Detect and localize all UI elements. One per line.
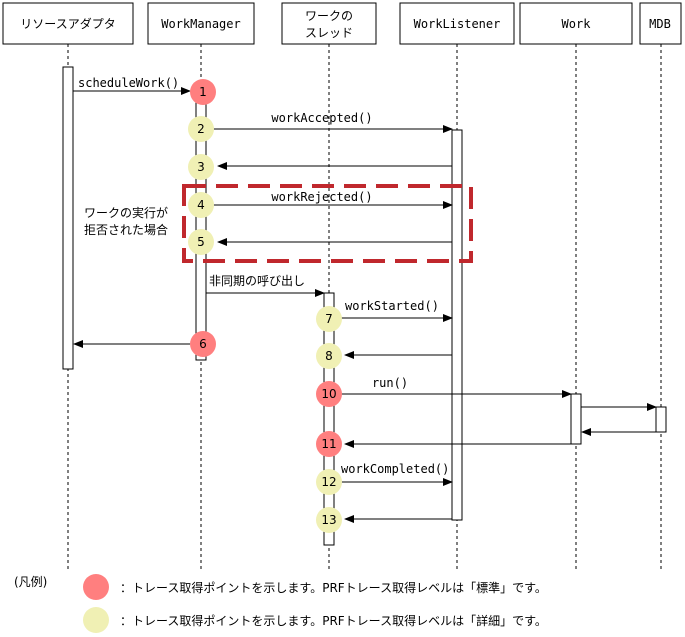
trace-point-marker bbox=[188, 229, 214, 255]
rejected-note-line1: ワークの実行が bbox=[84, 205, 168, 220]
trace-point-marker bbox=[188, 154, 214, 180]
lifeline-header-workthread: ワークの スレッド bbox=[281, 2, 377, 45]
lifeline-label-workmanager: WorkManager bbox=[161, 17, 240, 31]
legend-title: (凡例) bbox=[14, 575, 47, 589]
activation-worklistener bbox=[451, 129, 463, 521]
lifeline-header-workmanager: WorkManager bbox=[147, 2, 255, 45]
lifeline-label-worklistener: WorkListener bbox=[414, 17, 501, 31]
label-scheduleWork: scheduleWork() bbox=[78, 76, 179, 90]
trace-point-1: 1 bbox=[190, 79, 216, 105]
lifeline-label-adapter: リソースアダプタ bbox=[20, 16, 115, 31]
trace-point-number: 7 bbox=[325, 312, 333, 326]
lifeline-label-mdb: MDB bbox=[649, 17, 671, 31]
rejected-note-line2: 拒否された場合 bbox=[84, 222, 168, 237]
trace-point-8: 8 bbox=[316, 343, 342, 369]
trace-point-10: 10 bbox=[316, 381, 342, 407]
trace-point-6: 6 bbox=[190, 331, 216, 357]
legend-detail-text: ：トレース取得ポイントを示します。PRFトレース取得レベルは「詳細」です。 bbox=[120, 613, 547, 628]
trace-point-number: 3 bbox=[197, 160, 205, 174]
trace-point-7: 7 bbox=[316, 306, 342, 332]
lifeline-header-adapter: リソースアダプタ bbox=[2, 2, 134, 45]
label-run: run() bbox=[372, 376, 408, 390]
trace-point-11: 11 bbox=[316, 431, 342, 457]
trace-point-2: 2 bbox=[188, 116, 214, 142]
trace-point-number: 12 bbox=[321, 475, 336, 489]
trace-point-number: 13 bbox=[321, 513, 336, 527]
legend-detail-marker bbox=[83, 607, 109, 633]
activation-work bbox=[570, 393, 582, 445]
trace-point-marker bbox=[316, 381, 342, 407]
label-async-call: 非同期の呼び出し bbox=[209, 274, 305, 288]
lifeline-header-worklistener: WorkListener bbox=[399, 2, 515, 45]
trace-point-number: 8 bbox=[325, 349, 333, 363]
rejected-highlight-box bbox=[182, 184, 473, 263]
label-workStarted: workStarted() bbox=[345, 299, 439, 313]
trace-point-4: 4 bbox=[188, 192, 214, 218]
trace-point-marker bbox=[316, 306, 342, 332]
legend-standard-marker bbox=[83, 574, 109, 600]
trace-point-marker bbox=[188, 116, 214, 142]
trace-point-marker bbox=[316, 507, 342, 533]
lifeline-label-workthread-1: ワークの bbox=[305, 9, 353, 23]
trace-point-number: 6 bbox=[199, 337, 207, 351]
trace-point-3: 3 bbox=[188, 154, 214, 180]
trace-point-marker bbox=[190, 79, 216, 105]
activation-mdb bbox=[655, 406, 667, 433]
trace-point-5: 5 bbox=[188, 229, 214, 255]
trace-point-marker bbox=[316, 431, 342, 457]
lifeline-label-work: Work bbox=[562, 17, 592, 31]
label-workCompleted: workCompleted() bbox=[341, 462, 449, 476]
trace-point-number: 10 bbox=[321, 387, 336, 401]
trace-point-number: 1 bbox=[199, 85, 207, 99]
trace-point-marker bbox=[188, 192, 214, 218]
trace-point-13: 13 bbox=[316, 507, 342, 533]
trace-point-number: 11 bbox=[321, 437, 336, 451]
activation-workthread bbox=[323, 292, 335, 546]
trace-point-marker bbox=[190, 331, 216, 357]
label-workAccepted: workAccepted() bbox=[271, 111, 372, 125]
lifeline-label-workthread-2: スレッド bbox=[305, 26, 353, 40]
trace-point-number: 4 bbox=[197, 198, 205, 212]
label-workRejected: workRejected() bbox=[271, 190, 372, 204]
lifeline-header-work: Work bbox=[519, 2, 633, 45]
trace-point-marker bbox=[316, 469, 342, 495]
legend-standard-text: ：トレース取得ポイントを示します。PRFトレース取得レベルは「標準」です。 bbox=[120, 580, 547, 595]
lifeline-header-mdb: MDB bbox=[639, 2, 682, 45]
trace-point-number: 5 bbox=[197, 235, 205, 249]
trace-point-marker bbox=[316, 343, 342, 369]
trace-point-number: 2 bbox=[197, 122, 205, 136]
trace-point-12: 12 bbox=[316, 469, 342, 495]
activation-adapter bbox=[62, 66, 74, 370]
